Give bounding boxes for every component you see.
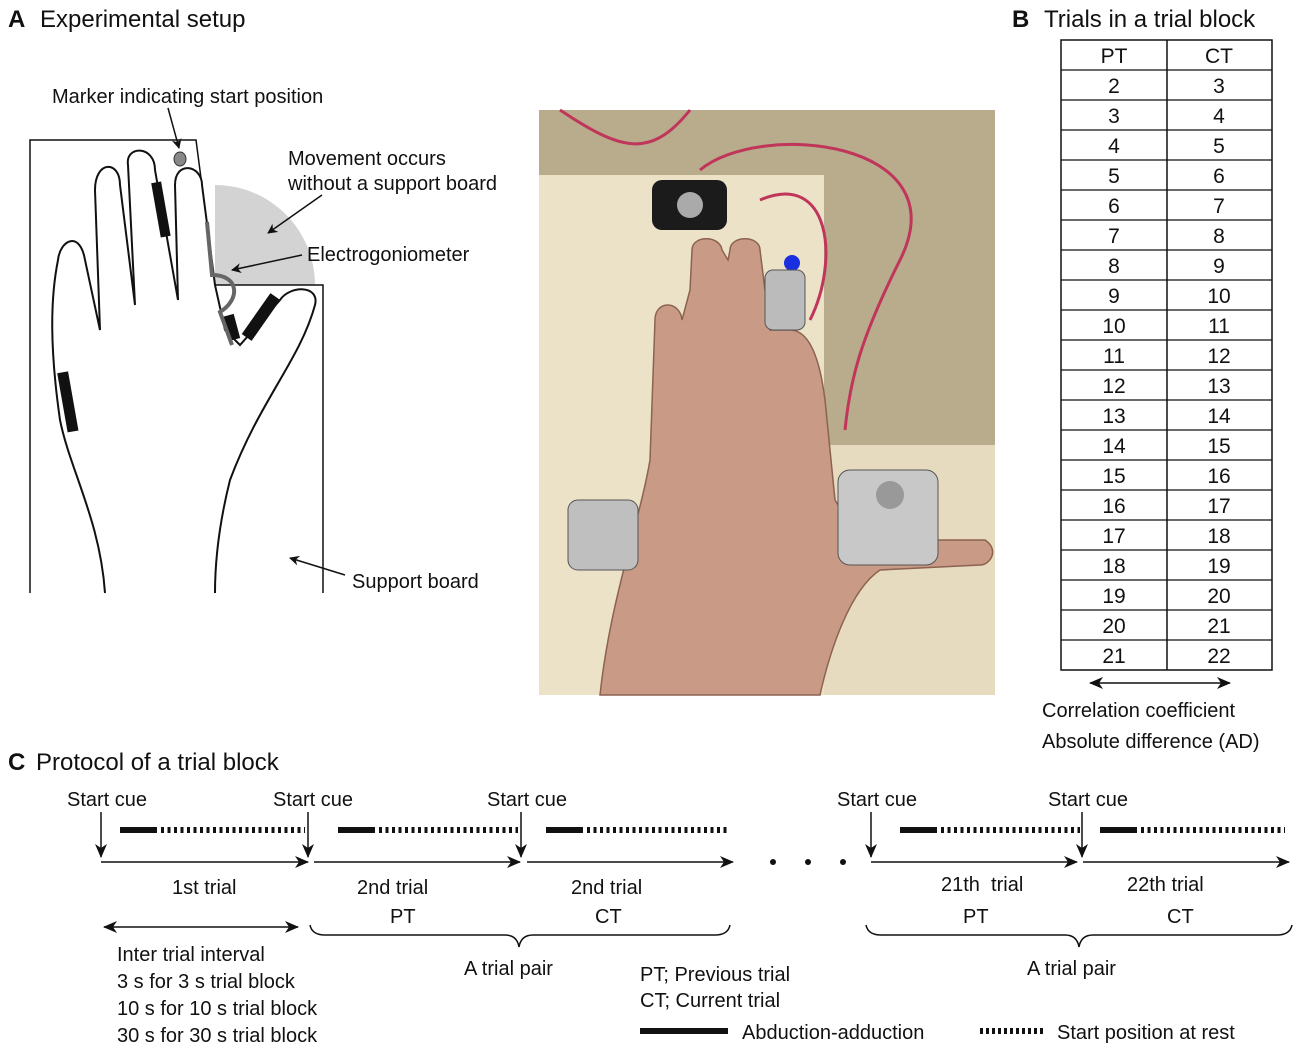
table-cell: 9 [1108,285,1120,308]
hand-outline [51,149,317,594]
table-cell: 21 [1102,645,1125,668]
trial-pair-label-1: A trial pair [464,958,553,980]
table-cell: 18 [1207,525,1230,548]
table-cell: 20 [1207,585,1230,608]
table-cell: 12 [1102,375,1125,398]
trial-2-pt-label: PT [390,906,416,928]
trials-table: PT CT 2 3 3 4 4 5 5 6 6 7 7 8 8 9 9 10 10 11 11 12 12 13 13 14 14 1… [1060,39,1273,671]
table-cell: 5 [1213,135,1225,158]
table-cell: 16 [1207,465,1230,488]
panel-b-title: Trials in a trial block [1044,6,1256,33]
table-cell: 19 [1102,585,1125,608]
table-header: CT [1205,45,1233,68]
movement-area [215,185,315,285]
label-electrogoniometer: Electrogoniometer [307,244,470,266]
start-cue-label: Start cue [67,789,147,811]
trial-2-ct-label: CT [595,906,622,928]
panel-b-letter: B [1012,6,1029,33]
table-header: PT [1101,45,1128,68]
table-cell: 13 [1207,375,1230,398]
start-marker [173,151,187,167]
table-cell: 15 [1207,435,1230,458]
table-cell: 3 [1213,75,1225,98]
iti-30s: 30 s for 30 s trial block [117,1025,318,1047]
trial-2-pt: 2nd trial [357,877,428,899]
trial-pair-label-2: A trial pair [1027,958,1116,980]
trial-2-ct: 2nd trial [571,877,642,899]
table-cell: 15 [1102,465,1125,488]
table-cell: 4 [1108,135,1120,158]
table-cell: 19 [1207,555,1230,578]
table-cell: 14 [1207,405,1231,428]
label-marker: Marker indicating start position [52,86,323,108]
table-cell: 17 [1207,495,1230,518]
iti-3s: 3 s for 3 s trial block [117,971,296,993]
table-cell: 10 [1207,285,1230,308]
trial-22: 22th trial [1127,874,1204,896]
table-cell: 13 [1102,405,1125,428]
table-cell: 11 [1103,345,1125,368]
legend-pt: PT; Previous trial [640,964,790,986]
table-cell: 8 [1108,255,1120,278]
table-cell: 18 [1102,555,1125,578]
start-cue-label: Start cue [273,789,353,811]
table-cell: 9 [1213,255,1225,278]
setup-photo [539,108,995,696]
table-cell: 22 [1207,645,1230,668]
label-movement-1: Movement occurs [288,148,446,170]
iti-title: Inter trial interval [117,944,265,966]
panel-c-letter: C [8,749,25,776]
trial-1: 1st trial [172,877,236,899]
panel-a-title: Experimental setup [40,6,245,33]
table-cell: 8 [1213,225,1225,248]
hand-diagram [29,139,324,594]
table-cell: 4 [1213,105,1225,128]
start-cue-label: Start cue [837,789,917,811]
measure-ad: Absolute difference (AD) [1042,731,1260,753]
label-support-board: Support board [352,571,479,593]
table-cell: 2 [1108,75,1120,98]
table-cell: 3 [1108,105,1120,128]
table-cell: 14 [1102,435,1126,458]
table-cell: 7 [1213,195,1225,218]
trial-pair-brace-2 [865,924,1293,948]
timeline: Start cue Start cue Start cue Start cue Star… [67,789,1290,868]
start-cue-label: Start cue [487,789,567,811]
start-cue-label: Start cue [1048,789,1128,811]
table-cell: 6 [1108,195,1120,218]
trial-pair-brace-1 [309,924,731,948]
legend-ct: CT; Current trial [640,990,780,1012]
trial-22-ct-label: CT [1167,906,1194,928]
trial-21-pt-label: PT [963,906,989,928]
panel-a-letter: A [8,6,25,33]
measure-correlation: Correlation coefficient [1042,700,1236,722]
table-cell: 11 [1208,315,1230,338]
table-cell: 21 [1207,615,1230,638]
table-cell: 16 [1102,495,1125,518]
table-cell: 17 [1102,525,1125,548]
label-movement-2: without a support board [287,173,497,195]
table-cell: 6 [1213,165,1225,188]
table-cell: 20 [1102,615,1125,638]
iti-10s: 10 s for 10 s trial block [117,998,318,1020]
trial-21: 21th trial [941,874,1023,896]
table-cell: 7 [1108,225,1120,248]
table-cell: 5 [1108,165,1120,188]
electrogoniometer [205,221,237,346]
panel-c-title: Protocol of a trial block [36,749,280,776]
legend-abduction: Abduction-adduction [742,1022,924,1044]
legend-rest: Start position at rest [1057,1022,1235,1044]
table-cell: 12 [1207,345,1230,368]
table-cell: 10 [1102,315,1125,338]
